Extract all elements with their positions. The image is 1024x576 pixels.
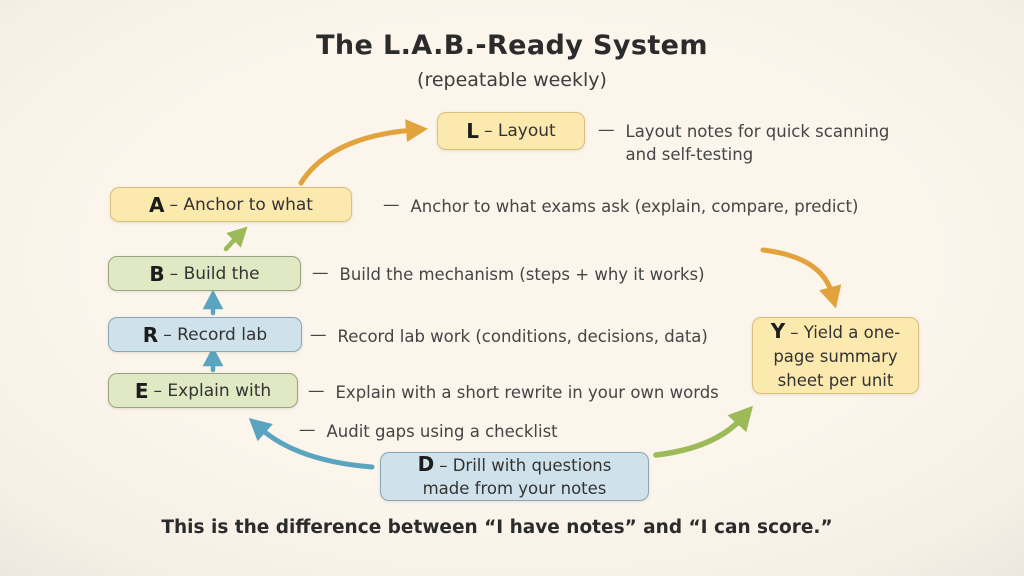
desc-a-anchor: — Anchor to what exams ask (explain, com… <box>383 195 858 218</box>
box-b-letter: B <box>149 261 165 286</box>
desc-l-dash: — <box>598 120 615 139</box>
box-y-letter: Y <box>770 318 786 343</box>
desc-r-text: Record lab work (conditions, decisions, … <box>337 327 708 346</box>
box-d-letter: D <box>417 452 435 476</box>
diagram-subtitle: (repeatable weekly) <box>417 69 607 91</box>
box-e-explain: E– Explain with <box>108 373 298 408</box>
arrow-d-to-e-icon <box>248 418 375 470</box>
box-a-letter: A <box>149 192 165 217</box>
box-b-build: B– Build the <box>108 256 301 291</box>
desc-a-text: Anchor to what exams ask (explain, compa… <box>410 197 859 216</box>
box-d-drill: D– Drill with questions made from your n… <box>380 452 649 501</box>
arrow-a-to-l-icon <box>298 119 428 186</box>
desc-e-dash: — <box>308 381 325 400</box>
box-y-yield: Y– Yield a one- page summary sheet per u… <box>752 317 919 394</box>
desc-e-explain: — Explain with a short rewrite in your o… <box>308 381 719 404</box>
box-l-layout: L– Layout <box>437 112 585 150</box>
box-l-letter: L <box>466 119 480 143</box>
desc-b-build: — Build the mechanism (steps + why it wo… <box>312 263 705 286</box>
audit-note-dash: — <box>299 420 316 439</box>
box-b-label: – Build the <box>169 263 260 284</box>
desc-b-dash: — <box>312 263 329 282</box>
audit-note: — Audit gaps using a checklist <box>299 420 558 443</box>
desc-l-layout: — Layout notes for quick scanning and se… <box>598 120 889 166</box>
desc-a-dash: — <box>383 195 400 214</box>
box-d-text: D– Drill with questions made from your n… <box>418 453 612 500</box>
box-d-label: – Drill with questions made from your no… <box>422 456 612 498</box>
box-r-letter: R <box>142 322 159 347</box>
desc-r-dash: — <box>310 325 327 344</box>
desc-l-text: Layout notes for quick scanning and self… <box>625 122 890 164</box>
audit-note-text: Audit gaps using a checklist <box>326 422 558 441</box>
box-r-record: R– Record lab <box>108 317 302 352</box>
box-e-letter: E <box>134 378 149 403</box>
desc-e-text: Explain with a short rewrite in your own… <box>335 383 719 402</box>
box-r-label: – Record lab <box>163 324 268 345</box>
footer-tagline: This is the difference between “I have n… <box>161 517 833 538</box>
arrow-d-to-y-icon <box>653 405 754 458</box>
box-e-label: – Explain with <box>153 380 272 401</box>
arrow-b-to-a-icon <box>223 226 248 252</box>
diagram-title: The L.A.B.-Ready System <box>316 30 708 61</box>
desc-b-text: Build the mechanism (steps + why it work… <box>339 265 705 284</box>
arrow-l-to-y-icon <box>760 247 842 309</box>
desc-r-record: — Record lab work (conditions, decisions… <box>310 325 708 348</box>
box-a-label: – Anchor to what <box>169 194 313 215</box>
box-y-text: Y– Yield a one- page summary sheet per u… <box>771 319 901 393</box>
box-l-label: – Layout <box>484 121 556 141</box>
box-y-label: – Yield a one- page summary sheet per un… <box>773 322 901 390</box>
box-a-anchor: A– Anchor to what <box>110 187 352 222</box>
